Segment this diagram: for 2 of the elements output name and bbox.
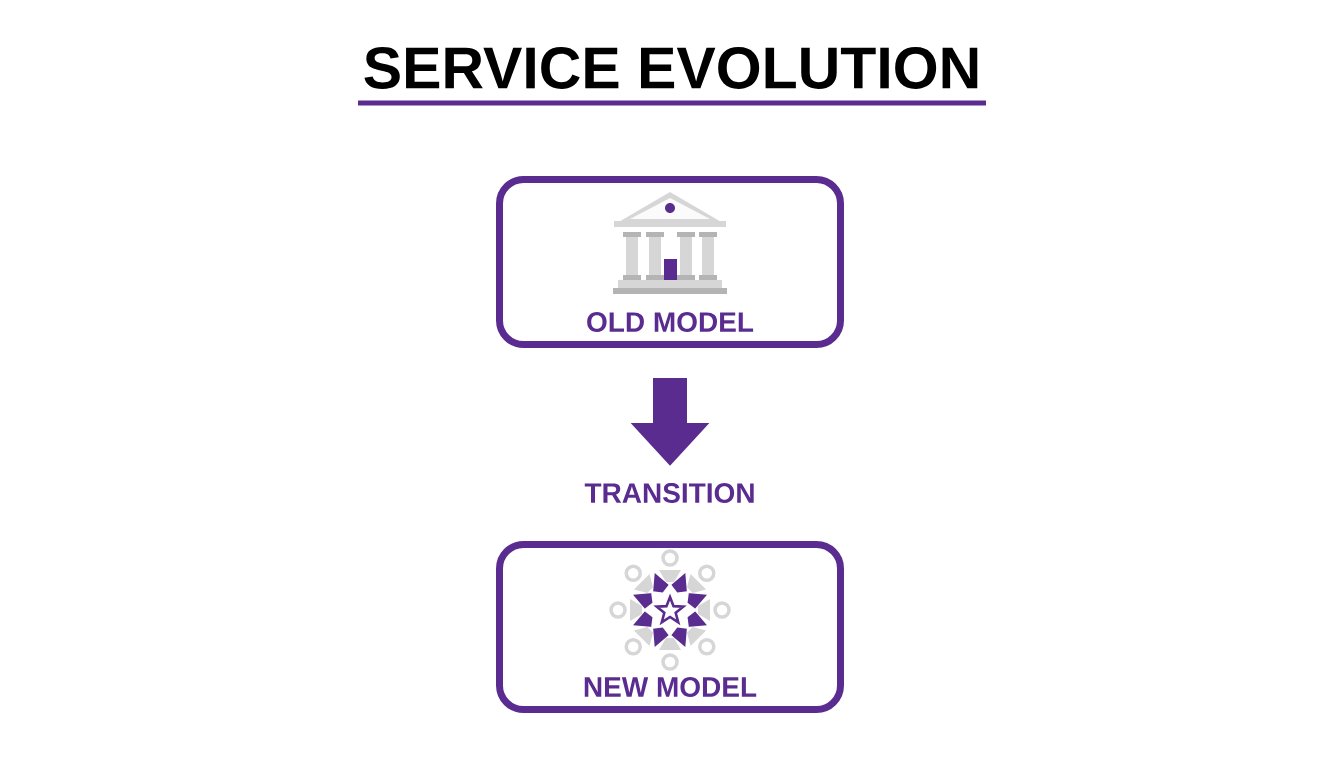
title: SERVICE EVOLUTION [364, 47, 978, 89]
stage-caption: TRANSITION [584, 483, 754, 503]
